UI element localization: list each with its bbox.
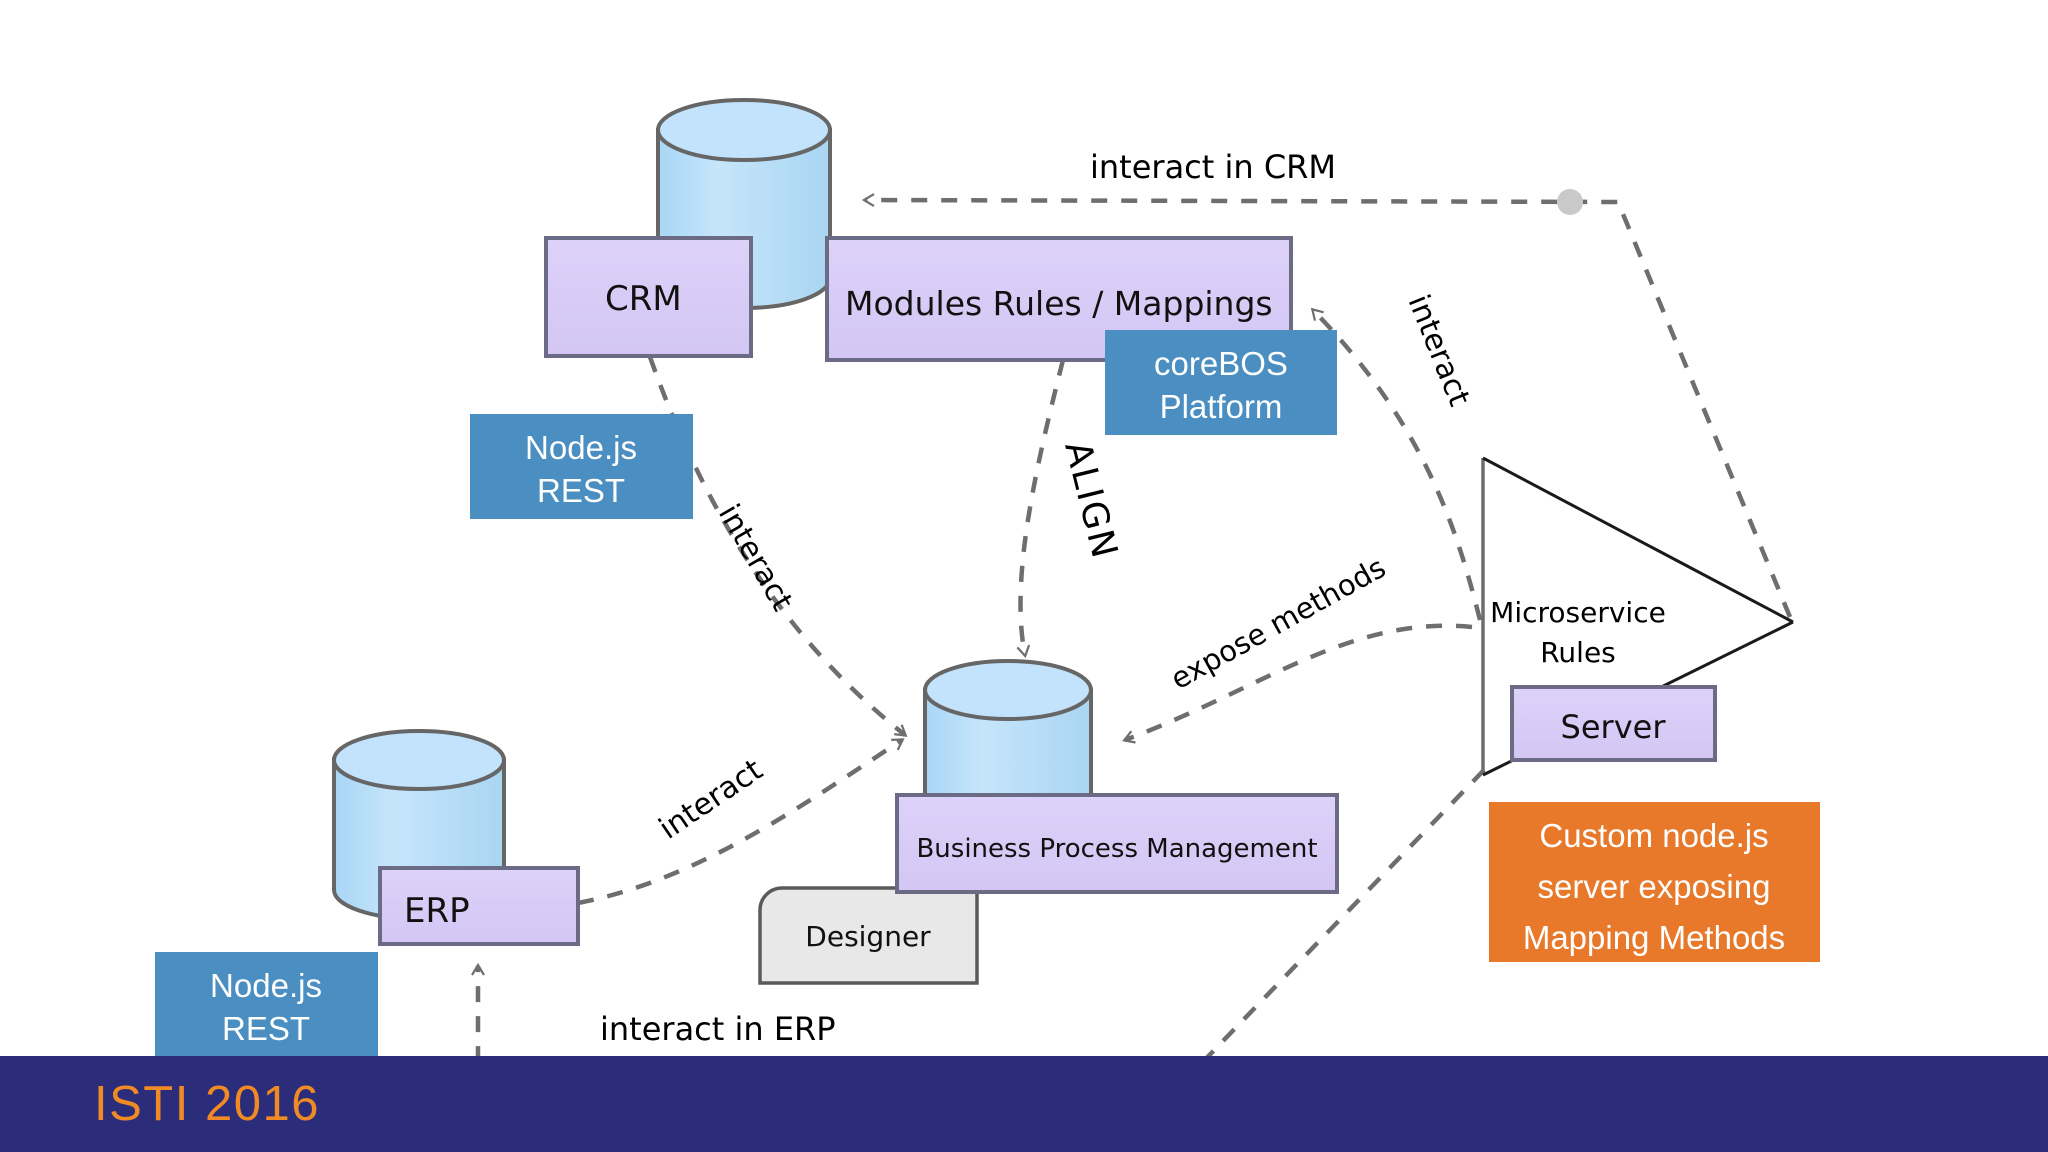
callout-corebos-platform[interactable]: coreBOS Platform [1105,330,1337,435]
footer-title: ISTI 2016 [94,1077,320,1131]
corebos-line2: Platform [1160,388,1283,425]
erp-label: ERP [404,891,470,931]
edge-interact-right [1313,310,1483,621]
node-server[interactable]: Server [1510,685,1717,762]
callout-custom-server[interactable]: Custom node.js server exposing Mapping M… [1489,802,1820,962]
label-interact-crm-bpm: interact [711,499,800,618]
custom-server-line3: Mapping Methods [1523,919,1785,956]
microservice-rules-line2: Rules [1540,636,1616,669]
modules-rules-label: Modules Rules / Mappings [845,284,1273,323]
label-interact-in-erp: interact in ERP [600,1010,836,1048]
node-bpm[interactable]: Business Process Management [895,793,1339,894]
nodejs-crm-line2: REST [537,472,625,509]
designer-label: Designer [805,920,931,953]
custom-server-line1: Custom node.js [1539,817,1768,854]
callout-nodejs-rest-erp[interactable]: Node.js REST [155,952,378,1057]
edge-interact-in-crm [865,189,1793,618]
label-interact-right: interact [1401,290,1477,411]
edge-align [1020,352,1063,655]
node-crm[interactable]: CRM [544,236,753,358]
label-microservice-rules: Microservice Rules [1490,596,1666,669]
edge-expose-methods [1125,623,1473,740]
custom-server-line2: server exposing [1538,868,1771,905]
nodejs-crm-line1: Node.js [525,429,637,466]
footer-bar: ISTI 2016 [0,1056,2048,1152]
waypoint-dot-crm [1557,189,1583,215]
label-expose-methods: expose methods [1165,550,1391,696]
edge-interact-crm-bpm [647,356,905,735]
label-align: ALIGN [1056,437,1125,563]
crm-label: CRM [605,279,682,319]
nodejs-erp-line2: REST [222,1010,310,1047]
bpm-label: Business Process Management [916,834,1317,864]
label-interact-in-crm: interact in CRM [1090,148,1336,186]
microservice-rules-line1: Microservice [1490,596,1666,629]
corebos-line1: coreBOS [1154,345,1288,382]
node-erp[interactable]: ERP [378,866,580,946]
callout-nodejs-rest-crm[interactable]: Node.js REST [470,414,693,519]
node-designer[interactable]: Designer [758,886,979,985]
server-label: Server [1561,708,1667,746]
nodejs-erp-line1: Node.js [210,967,322,1004]
edge-interact-erp-bpm [577,738,902,906]
